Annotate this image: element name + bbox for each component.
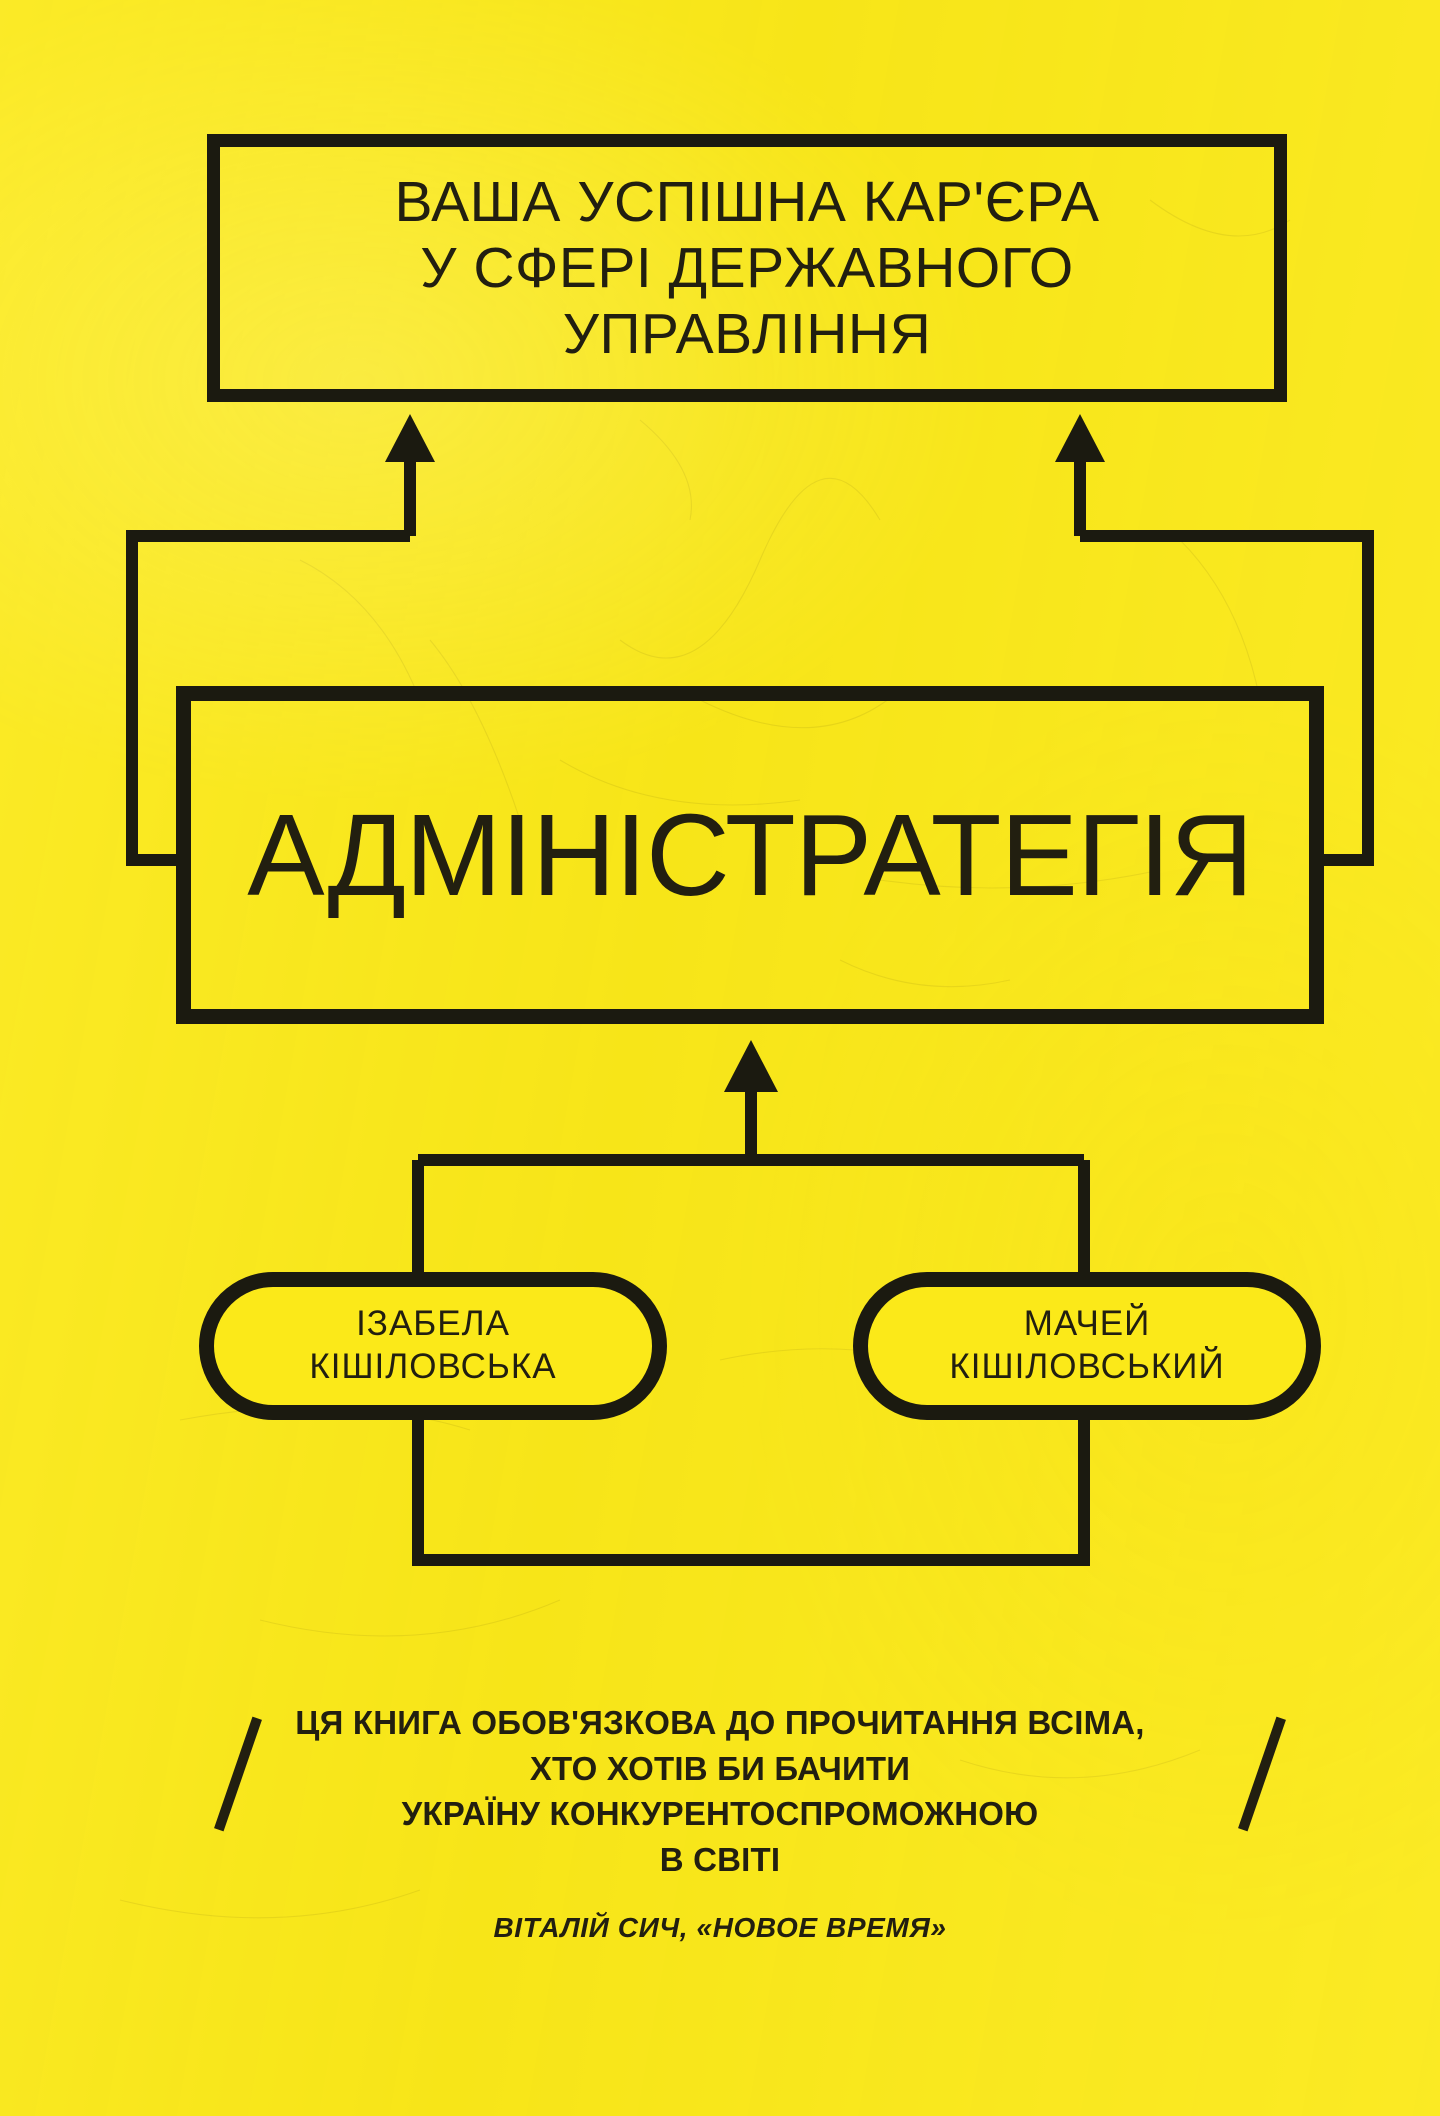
blurb-line-1: ЦЯ КНИГА ОБОВ'ЯЗКОВА ДО ПРОЧИТАННЯ ВСІМА…	[295, 1704, 1145, 1741]
subtitle-line-1: ВАША УСПІШНА КАР'ЄРА	[394, 169, 1100, 234]
author-right-given: МАЧЕЙ	[1023, 1304, 1151, 1344]
subtitle-line-3: УПРАВЛІННЯ	[562, 302, 932, 367]
author-left-given: ІЗАБЕЛА	[356, 1304, 510, 1344]
main-title-box: АДМІНІСТРАТЕГІЯ	[176, 686, 1324, 1024]
blurb-attribution: ВІТАЛІЙ СИЧ, «НОВОЕ ВРЕМЯ»	[493, 1912, 947, 1944]
author-name-left: ІЗАБЕЛА КІШІЛОВСЬКА	[309, 1303, 556, 1388]
blurb-block: ЦЯ КНИГА ОБОВ'ЯЗКОВА ДО ПРОЧИТАННЯ ВСІМА…	[0, 1700, 1440, 1944]
author-pill-right: МАЧЕЙ КІШІЛОВСЬКИЙ	[853, 1272, 1321, 1420]
blurb-line-4: В СВІТІ	[659, 1840, 781, 1878]
author-left-family: КІШІЛОВСЬКА	[309, 1347, 557, 1386]
subtitle-lines: ВАША УСПІШНА КАР'ЄРА У СФЕРІ ДЕРЖАВНОГО …	[377, 169, 1118, 367]
author-right-family: КІШІЛОВСЬКИЙ	[949, 1347, 1225, 1386]
blurb-line-2: ХТО ХОТІВ БИ БАЧИТИ	[529, 1749, 911, 1787]
main-title: АДМІНІСТРАТЕГІЯ	[247, 790, 1253, 920]
subtitle-line-2: У СФЕРІ ДЕРЖАВНОГО	[420, 235, 1074, 300]
blurb-line-3: УКРАЇНУ КОНКУРЕНТОСПРОМОЖНОЮ	[401, 1795, 1039, 1833]
author-name-right: МАЧЕЙ КІШІЛОВСЬКИЙ	[949, 1303, 1224, 1388]
author-pill-left: ІЗАБЕЛА КІШІЛОВСЬКА	[199, 1272, 667, 1420]
blurb-text: ЦЯ КНИГА ОБОВ'ЯЗКОВА ДО ПРОЧИТАННЯ ВСІМА…	[0, 1700, 1440, 1882]
subtitle-box: ВАША УСПІШНА КАР'ЄРА У СФЕРІ ДЕРЖАВНОГО …	[207, 134, 1287, 402]
